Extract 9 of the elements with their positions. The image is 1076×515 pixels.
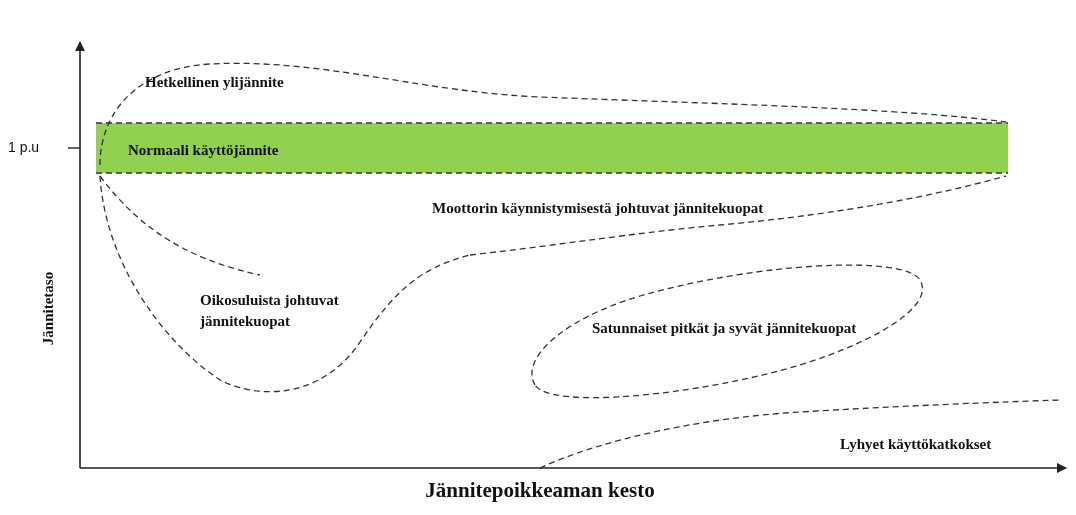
- region-label: Lyhyet käyttökatkokset: [840, 435, 993, 454]
- region-label: Oikosuluista johtuvat jännitekuopat: [200, 291, 340, 331]
- region-label: Moottorin käynnistymisestä johtuvat jännitekuopat: [432, 199, 765, 218]
- region-label: Normaali käyttöjännite: [128, 141, 280, 160]
- y-axis-title: Jännitetaso: [39, 270, 57, 348]
- region-label: Hetkellinen ylijännite: [145, 73, 285, 92]
- region-label: Satunnaiset pitkät ja syvät jännitekuopat: [592, 319, 858, 338]
- x-axis-title: Jännitepoikkeaman kesto: [424, 478, 656, 503]
- tick-label: 1 p.u: [8, 139, 40, 155]
